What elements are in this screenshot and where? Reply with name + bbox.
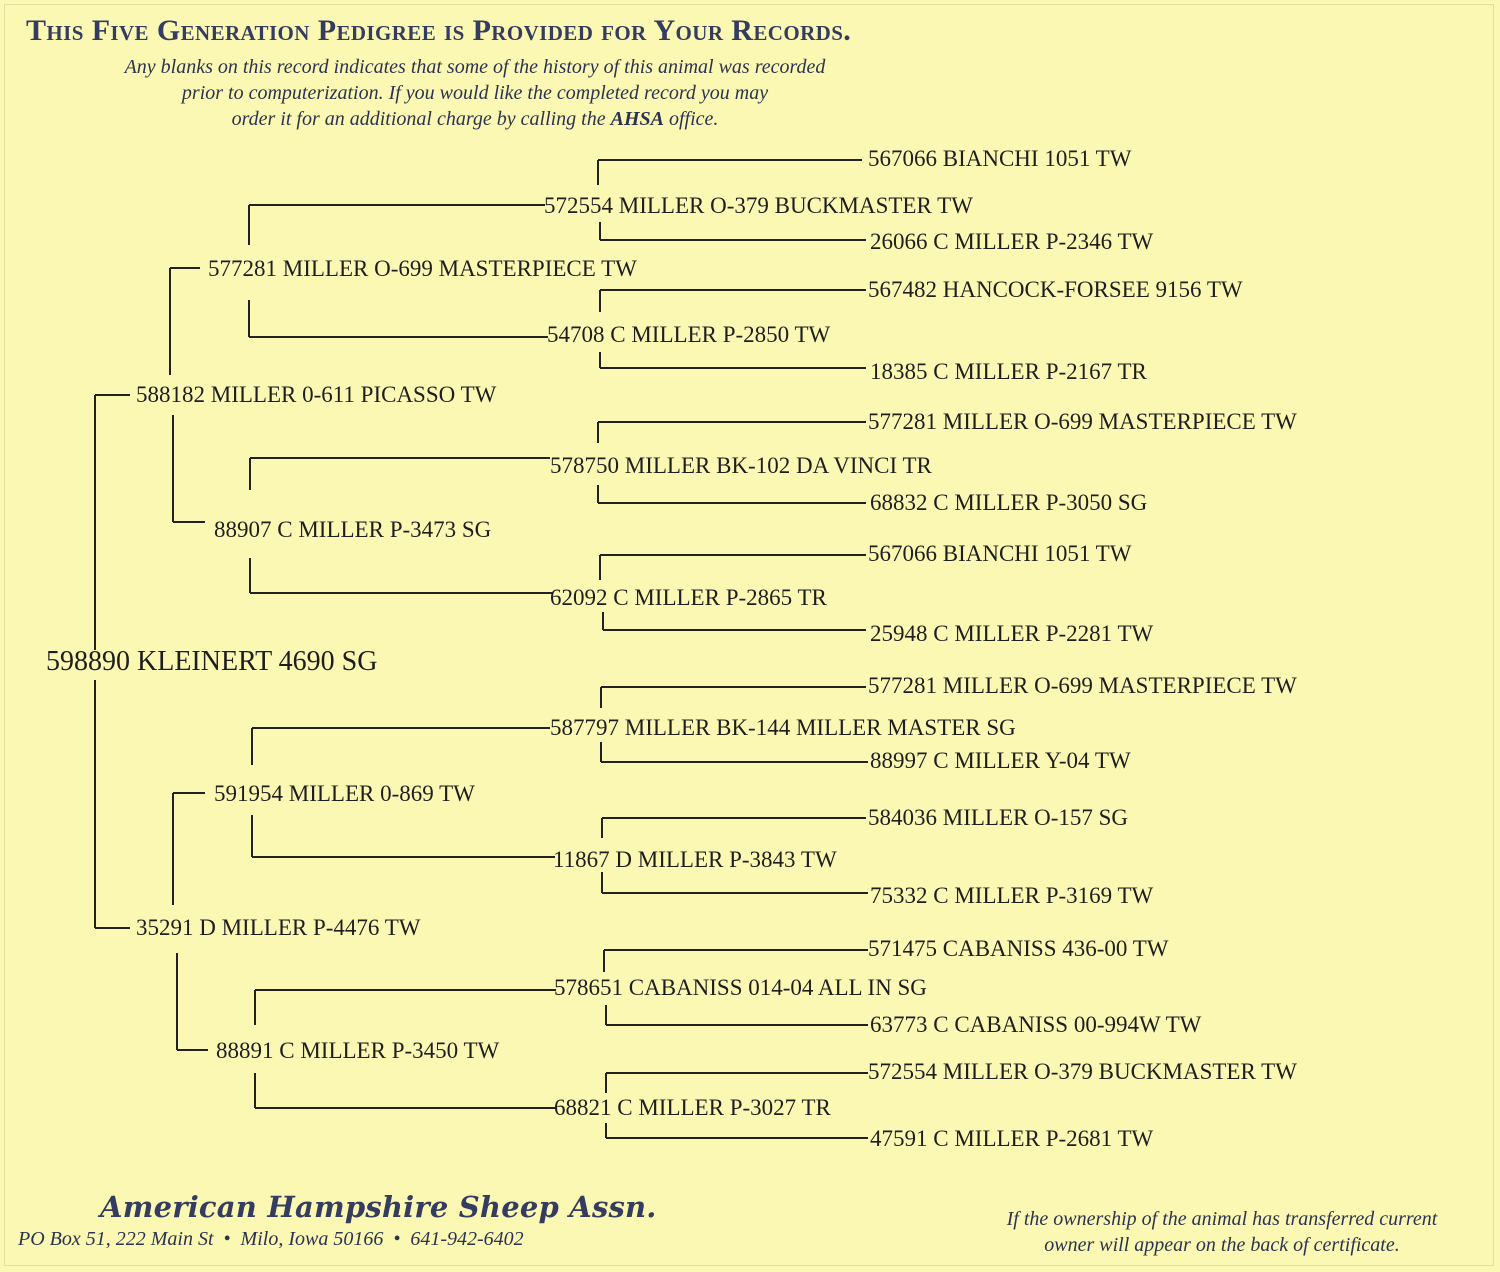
gen4-ancestor-11: 584036 MILLER O-157 SG (868, 805, 1128, 830)
notice-line-1: Any blanks on this record indicates that… (124, 56, 826, 78)
address-phone: 641-942-6402 (410, 1228, 524, 1250)
gen3-ancestor-1: 572554 MILLER O-379 BUCKMASTER TW (544, 193, 973, 218)
notice-org-abbrev: AHSA (610, 108, 664, 130)
notice-line-3-start: order it for an additional charge by cal… (231, 108, 611, 130)
address-separator: • (393, 1228, 401, 1250)
gen1-sire: 588182 MILLER 0-611 PICASSO TW (136, 382, 497, 407)
address-city: Milo, Iowa 50166 (240, 1228, 384, 1250)
gen4-ancestor-3: 567482 HANCOCK-FORSEE 9156 TW (868, 277, 1243, 302)
gen4-ancestor-13: 571475 CABANISS 436-00 TW (868, 936, 1169, 961)
gen4-ancestor-12: 75332 C MILLER P-3169 TW (870, 883, 1154, 908)
gen4-ancestor-1: 567066 BIANCHI 1051 TW (868, 146, 1132, 171)
page-frame (4, 4, 1494, 1266)
gen4-ancestor-9: 577281 MILLER O-699 MASTERPIECE TW (868, 673, 1297, 698)
gen4-ancestor-14: 63773 C CABANISS 00-994W TW (870, 1012, 1202, 1037)
gen2-ancestor-2: 88907 C MILLER P-3473 SG (214, 517, 491, 542)
gen3-ancestor-7: 578651 CABANISS 014-04 ALL IN SG (554, 975, 927, 1000)
page-title: This Five Generation Pedigree is Provide… (26, 14, 852, 47)
gen4-ancestor-2: 26066 C MILLER P-2346 TW (870, 229, 1154, 254)
gen3-ancestor-8: 68821 C MILLER P-3027 TR (554, 1095, 832, 1120)
gen4-ancestor-4: 18385 C MILLER P-2167 TR (870, 359, 1148, 384)
ownership-line-1: If the ownership of the animal has trans… (1006, 1208, 1438, 1230)
notice-line-2: prior to computerization. If you would l… (181, 82, 769, 104)
gen3-ancestor-6: 11867 D MILLER P-3843 TW (553, 847, 837, 872)
gen4-ancestor-10: 88997 C MILLER Y-04 TW (870, 748, 1131, 773)
address-separator: • (223, 1228, 231, 1250)
gen2-ancestor-3: 591954 MILLER 0-869 TW (214, 781, 475, 806)
notice-line-3: order it for an additional charge by cal… (30, 106, 920, 132)
gen4-ancestor-16: 47591 C MILLER P-2681 TW (870, 1126, 1154, 1151)
gen4-ancestor-5: 577281 MILLER O-699 MASTERPIECE TW (868, 409, 1297, 434)
gen3-ancestor-3: 578750 MILLER BK-102 DA VINCI TR (550, 453, 933, 478)
organization-name: American Hampshire Sheep Assn. (100, 1190, 657, 1224)
gen4-ancestor-8: 25948 C MILLER P-2281 TW (870, 621, 1154, 646)
gen4-ancestor-15: 572554 MILLER O-379 BUCKMASTER TW (868, 1059, 1297, 1084)
gen4-ancestor-6: 68832 C MILLER P-3050 SG (870, 490, 1147, 515)
address-street: PO Box 51, 222 Main St (18, 1228, 214, 1250)
records-notice: Any blanks on this record indicates that… (30, 54, 920, 132)
gen3-ancestor-4: 62092 C MILLER P-2865 TR (550, 585, 828, 610)
organization-address: PO Box 51, 222 Main St • Milo, Iowa 50166 •… (18, 1228, 524, 1251)
gen2-ancestor-4: 88891 C MILLER P-3450 TW (216, 1038, 500, 1063)
gen1-dam: 35291 D MILLER P-4476 TW (136, 915, 421, 940)
ownership-note: If the ownership of the animal has trans… (962, 1206, 1482, 1258)
pedigree-connectors (94, 159, 868, 1139)
notice-line-3-end: office. (663, 108, 719, 130)
pedigree-labels: 598890 KLEINERT 4690 SG 588182 MILLER 0-… (46, 146, 1297, 1151)
gen3-ancestor-5: 587797 MILLER BK-144 MILLER MASTER SG (550, 715, 1016, 740)
gen3-ancestor-2: 54708 C MILLER P-2850 TW (547, 322, 831, 347)
gen4-ancestor-7: 567066 BIANCHI 1051 TW (868, 541, 1132, 566)
gen2-ancestor-1: 577281 MILLER O-699 MASTERPIECE TW (208, 256, 637, 281)
pedigree-subject: 598890 KLEINERT 4690 SG (46, 646, 377, 677)
ownership-line-2: owner will appear on the back of certifi… (1044, 1234, 1400, 1256)
